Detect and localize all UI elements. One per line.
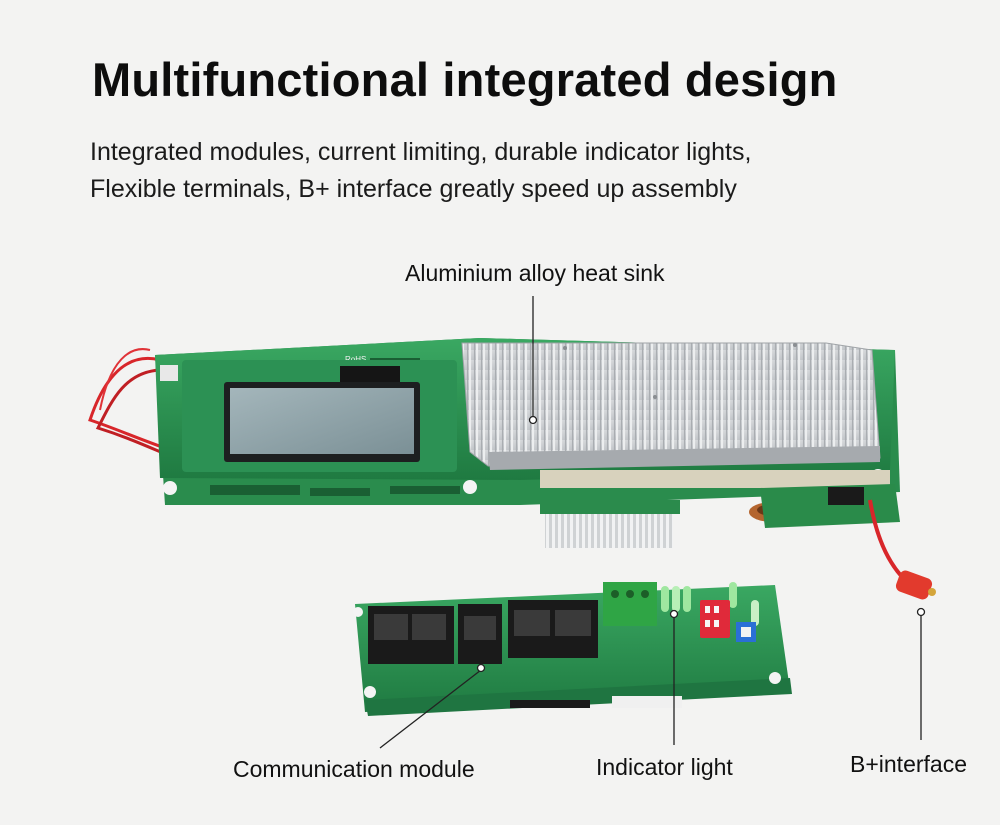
indicator-leds xyxy=(661,582,759,626)
leader-communication xyxy=(379,669,482,749)
rj45-port-single xyxy=(458,604,502,664)
rj45-port-group-left xyxy=(368,606,454,664)
callout-dots xyxy=(476,415,926,673)
pin-header-board xyxy=(540,500,680,514)
pin-header-bottom xyxy=(545,512,673,548)
heat-sink-screws xyxy=(563,343,797,399)
subtitle-line-2: Flexible terminals, B+ interface greatly… xyxy=(90,175,737,203)
b-plus-wire xyxy=(868,499,907,582)
callout-label-b-plus-interface: B+interface xyxy=(850,751,967,777)
dot-indicator xyxy=(669,609,679,619)
dot-communication xyxy=(476,663,486,673)
red-wire-left-1 xyxy=(88,356,186,457)
heat-sink-edge xyxy=(488,446,880,470)
page-subtitle: Integrated modules, current limiting, du… xyxy=(90,134,910,208)
rohs-mark: RoHS xyxy=(345,355,366,364)
dip-switch xyxy=(700,600,730,638)
lcd-screen xyxy=(230,388,414,454)
rj45-port-group-right xyxy=(508,600,598,658)
main-bms-board: RoHS xyxy=(88,338,936,600)
pcb-right-subboard xyxy=(760,484,900,528)
callout-label-heat-sink: Aluminium alloy heat sink xyxy=(405,260,665,286)
dot-b-plus xyxy=(916,607,926,617)
red-wire-left-3 xyxy=(99,348,151,411)
terminal-block xyxy=(603,582,657,626)
b-plus-pin xyxy=(928,588,936,596)
callout-label-communication-module: Communication module xyxy=(233,756,475,782)
lcd-connector xyxy=(340,366,400,382)
comm-bottom-connector xyxy=(612,696,682,708)
communication-board xyxy=(353,582,792,716)
mosfet-strip xyxy=(540,470,890,488)
comm-mounting-holes xyxy=(353,607,781,698)
b-plus-connector xyxy=(895,570,933,600)
dot-heat-sink xyxy=(528,415,538,425)
red-wire-left-2 xyxy=(95,368,186,464)
subtitle-line-1: Integrated modules, current limiting, du… xyxy=(90,138,752,166)
page-title: Multifunctional integrated design xyxy=(92,53,838,106)
connector-right xyxy=(828,487,864,505)
callout-lines xyxy=(379,296,922,749)
connector-small xyxy=(160,365,178,381)
callout-label-indicator-light: Indicator light xyxy=(596,754,733,780)
